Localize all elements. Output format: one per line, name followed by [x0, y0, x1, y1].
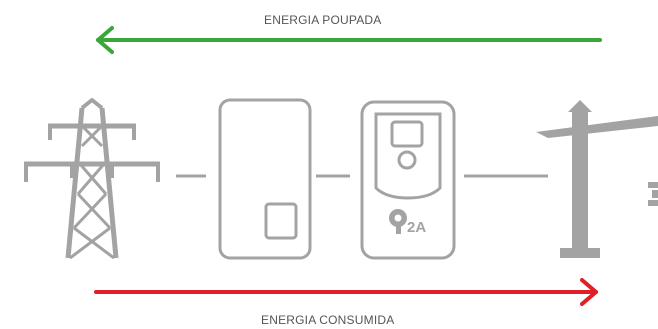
- q2a-device-icon: 2A: [360, 100, 456, 260]
- electrical-cabinet-icon: [218, 98, 312, 260]
- energy-consumed-label: ENERGIA CONSUMIDA: [261, 313, 395, 327]
- power-pylon-icon: [24, 98, 160, 260]
- saved-energy-arrow: [96, 26, 602, 54]
- device-logo-text: 2A: [407, 219, 426, 236]
- tower-crane-icon: [536, 100, 658, 258]
- energy-saved-label: ENERGIA POUPADA: [264, 13, 382, 27]
- consumed-energy-arrow: [94, 278, 598, 306]
